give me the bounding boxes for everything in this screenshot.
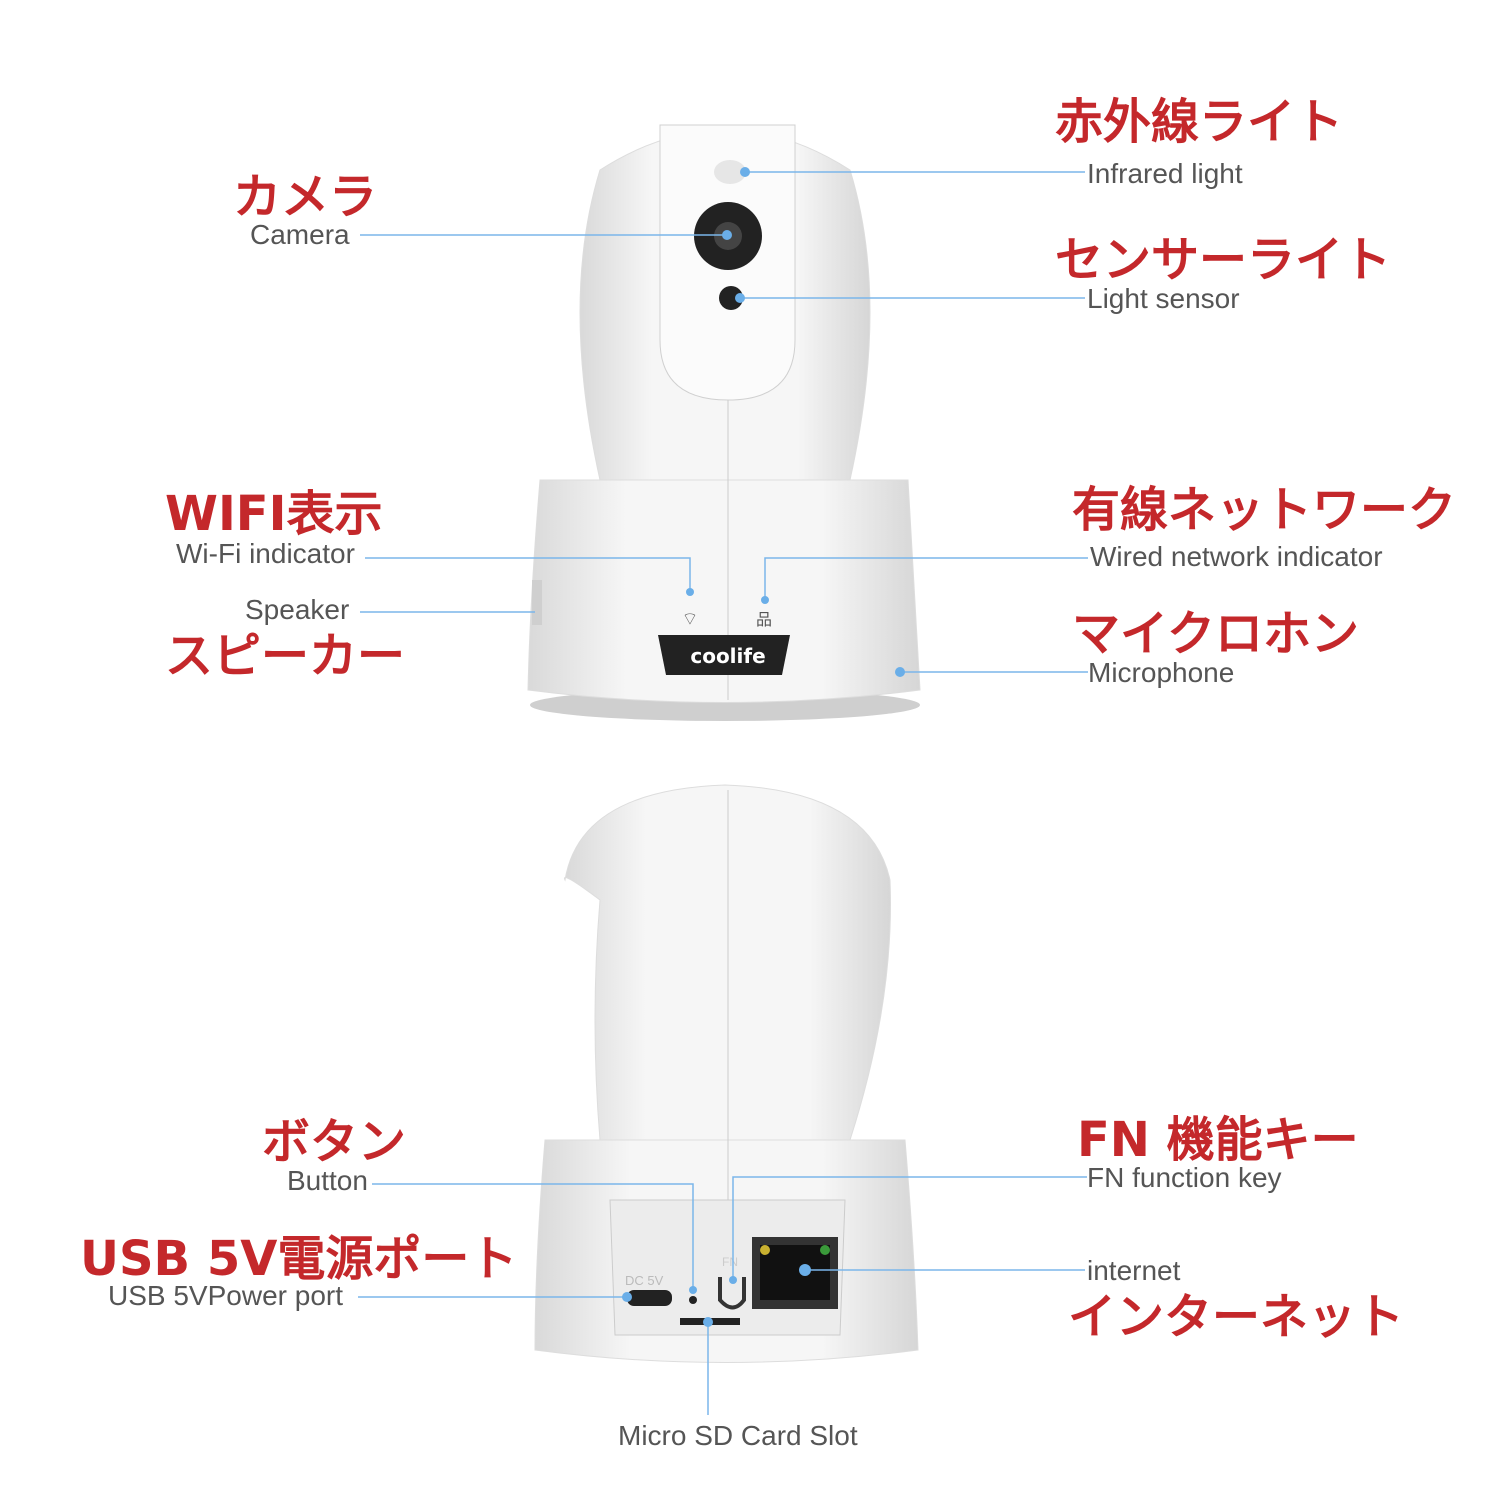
callout-usb-power: USB 5V電源ポート USB 5VPower port — [80, 1231, 517, 1311]
label-jp: マイクロホン — [1072, 606, 1359, 662]
label-jp: FN 機能キー — [1077, 1112, 1359, 1168]
label-jp: USB 5V電源ポート — [80, 1231, 517, 1287]
label-en: Wired network indicator — [1090, 541, 1383, 572]
label-en: Microphone — [1088, 657, 1234, 688]
label-en: FN function key — [1087, 1162, 1282, 1193]
label-jp: カメラ — [233, 169, 377, 225]
usb-port — [627, 1290, 672, 1306]
label-jp: WIFI表示 — [165, 486, 382, 542]
label-en: Speaker — [245, 594, 349, 625]
label-en: Button — [287, 1165, 368, 1196]
label-en: internet — [1087, 1255, 1181, 1286]
wifi-icon: ⌔ — [682, 609, 699, 629]
label-jp: 赤外線ライト — [1055, 94, 1343, 150]
leader-lines — [358, 167, 1088, 1415]
callout-fn-key: FN 機能キー FN function key — [1077, 1112, 1359, 1193]
label-en: Infrared light — [1087, 158, 1243, 189]
callout-wifi: WIFI表示 Wi-Fi indicator — [165, 486, 382, 569]
logo-badge — [658, 635, 790, 675]
infrared-light — [714, 160, 746, 184]
label-en: Wi-Fi indicator — [176, 538, 355, 569]
light-sensor — [719, 286, 743, 310]
fn-key — [718, 1277, 746, 1310]
callout-microphone: マイクロホン Microphone — [1072, 606, 1359, 688]
label-jp: 有線ネットワーク — [1072, 482, 1456, 538]
front-camera-illustration: coolife ⌔ 品 — [527, 124, 921, 721]
dc-label: DC 5V — [625, 1273, 664, 1288]
back-camera-illustration: DC 5V FN — [534, 784, 919, 1363]
label-en: Micro SD Card Slot — [618, 1420, 858, 1451]
reset-button — [689, 1296, 697, 1304]
callout-speaker: Speaker スピーカー — [165, 594, 405, 684]
label-en: Camera — [250, 219, 350, 250]
fn-label: FN — [722, 1255, 738, 1269]
callout-camera: カメラ Camera — [233, 169, 377, 250]
label-jp: スピーカー — [165, 628, 405, 684]
label-jp: インターネット — [1068, 1289, 1404, 1345]
label-en: USB 5VPower port — [108, 1280, 343, 1311]
network-icon: 品 — [756, 612, 772, 629]
label-jp: ボタン — [262, 1114, 406, 1170]
callout-light-sensor: センサーライト Light sensor — [1055, 232, 1391, 314]
label-en: Light sensor — [1087, 283, 1240, 314]
callout-infrared: 赤外線ライト Infrared light — [1055, 94, 1343, 189]
callout-internet: internet インターネット — [1068, 1255, 1404, 1345]
brand-logo: coolife — [690, 644, 765, 668]
callout-wired-network: 有線ネットワーク Wired network indicator — [1072, 482, 1456, 572]
callout-button: ボタン Button — [262, 1114, 406, 1196]
label-jp: センサーライト — [1055, 232, 1391, 288]
speaker-grille — [532, 580, 542, 625]
callout-sd-slot: Micro SD Card Slot — [618, 1420, 858, 1451]
